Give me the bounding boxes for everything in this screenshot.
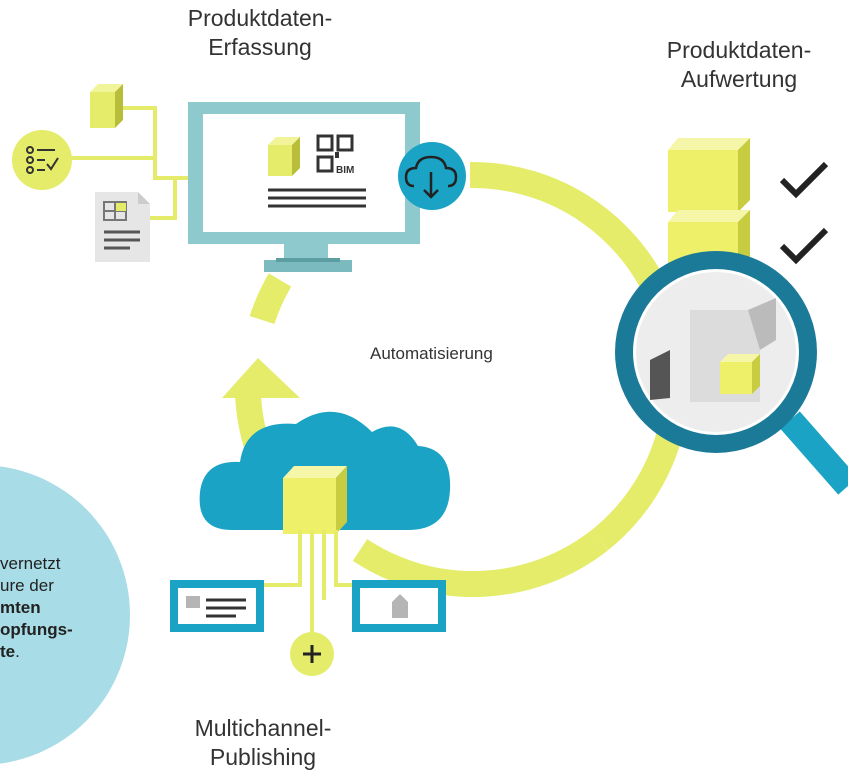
cube-icon bbox=[90, 84, 123, 128]
bubble-text: vernetzt ure der mten opfungs- te. bbox=[0, 553, 150, 663]
label-line: Produktdaten- bbox=[666, 37, 812, 63]
cycle-ring-bottom bbox=[352, 529, 609, 597]
plus-icon bbox=[290, 632, 334, 676]
magnifier-icon bbox=[615, 251, 848, 495]
cycle-ring-upper-left bbox=[249, 273, 292, 325]
checkmark-icon bbox=[779, 161, 829, 199]
label-line: Multichannel- bbox=[194, 715, 332, 741]
label-line: Publishing bbox=[209, 744, 317, 770]
bubble-line: te. bbox=[0, 641, 150, 663]
checklist-icon bbox=[12, 130, 72, 190]
cycle-arrowhead bbox=[222, 358, 300, 398]
bubble-period: . bbox=[15, 642, 20, 661]
label-automatisierung: Automatisierung bbox=[370, 344, 493, 363]
label-produktdaten-aufwertung: Produktdaten- Aufwertung bbox=[630, 36, 848, 94]
bubble-line: vernetzt bbox=[0, 554, 61, 573]
label-line: Erfassung bbox=[208, 34, 312, 60]
checkmark-icon bbox=[779, 227, 829, 265]
info-bubble bbox=[0, 466, 130, 764]
publishing-connectors bbox=[262, 530, 352, 650]
label-produktdaten-erfassung: Produktdaten- Erfassung bbox=[160, 4, 360, 62]
bubble-line: ure der bbox=[0, 576, 54, 595]
cloud-download-icon bbox=[398, 142, 466, 210]
cube-icon bbox=[283, 466, 347, 534]
monitor-icon bbox=[352, 580, 446, 632]
bubble-line: opfungs- bbox=[0, 620, 73, 639]
bubble-line: mten bbox=[0, 598, 41, 617]
bim-tag: BIM bbox=[336, 165, 354, 176]
qr-code-icon bbox=[316, 134, 354, 173]
label-multichannel-publishing: Multichannel- Publishing bbox=[148, 714, 378, 772]
document-icon bbox=[95, 192, 150, 262]
label-line: Aufwertung bbox=[680, 66, 798, 92]
bubble-bold-fragment: te bbox=[0, 642, 16, 661]
label-line: Produktdaten- bbox=[187, 5, 333, 31]
monitor-icon bbox=[188, 102, 420, 272]
monitor-icon bbox=[170, 580, 264, 632]
